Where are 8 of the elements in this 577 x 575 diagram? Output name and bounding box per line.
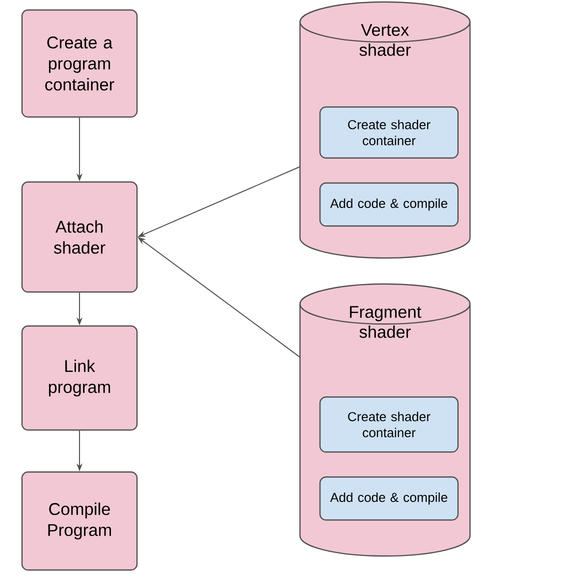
step-box: Create shader container xyxy=(319,106,459,159)
process-box: Create a program container xyxy=(21,9,138,118)
step-box: Add code & compile xyxy=(319,476,459,521)
process-box: Attach shader xyxy=(21,181,138,293)
process-box: Compile Program xyxy=(21,471,138,571)
process-box: Link program xyxy=(21,325,138,431)
step-box: Create shader container xyxy=(319,396,459,453)
step-box: Add code & compile xyxy=(319,182,459,227)
